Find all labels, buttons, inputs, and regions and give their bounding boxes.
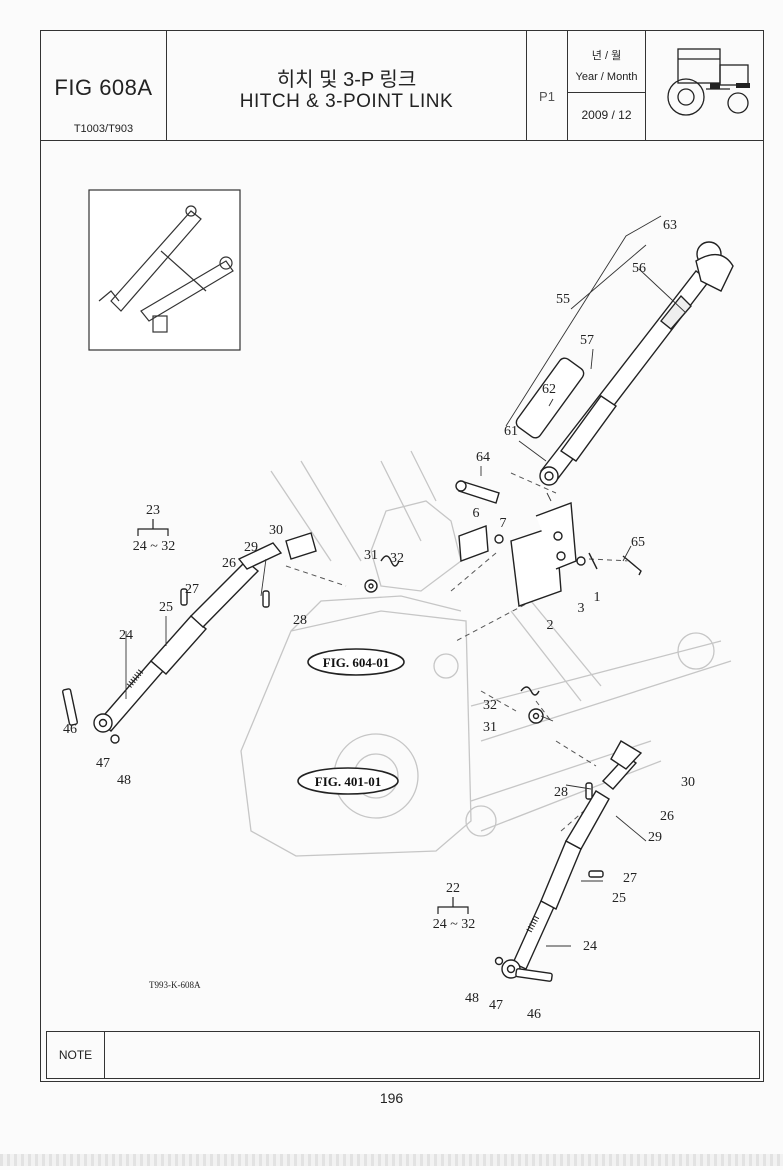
callout: 25: [612, 891, 626, 906]
callout: 24: [583, 939, 597, 954]
page-number: 196: [379, 1090, 404, 1106]
callout: 48: [117, 773, 131, 788]
callout: 28: [293, 613, 307, 628]
parts-diagram: FIG. 604-01 FIG. 401-01 23 24 ~ 32 22 24…: [62, 189, 734, 1022]
callout: 65: [631, 535, 645, 550]
assembly-labels: 23 24 ~ 32 22 24 ~ 32: [133, 503, 476, 932]
callout-numbers: 63 56 55 57 62 61 64 6 7 65 1 3 2 31 32 …: [63, 218, 695, 1022]
callout: 46: [527, 1007, 541, 1022]
callout: 61: [504, 424, 518, 439]
callout: 56: [632, 261, 646, 276]
note-box: NOTE: [46, 1031, 760, 1079]
assembly-23: 23: [146, 503, 160, 518]
callout: 6: [473, 506, 480, 521]
left-lift-rod: [62, 532, 400, 744]
callout: 57: [580, 333, 594, 348]
fig-cell: FIG 608A T1003/T903: [41, 31, 167, 140]
callout: 27: [185, 582, 199, 597]
callout: 63: [663, 218, 677, 233]
page-label: P1: [539, 89, 555, 104]
callout: 47: [489, 998, 503, 1013]
callout: 31: [483, 720, 497, 735]
header: FIG 608A T1003/T903 히치 및 3-P 링크 HITCH & …: [41, 31, 763, 141]
callout: 1: [594, 590, 601, 605]
overview-inset: [88, 189, 241, 351]
assembly-brackets: [137, 519, 469, 914]
callout: 7: [500, 516, 507, 531]
callout-leaders: [125, 215, 687, 947]
callout: 62: [542, 382, 556, 397]
assembly-22-range: 24 ~ 32: [433, 917, 476, 932]
drawing-code: T993-K-608A: [149, 980, 201, 990]
tractor-icon: [667, 48, 750, 116]
transmission-housing: [240, 450, 732, 857]
date-value: 2009 / 12: [581, 108, 632, 122]
callout: 32: [390, 551, 404, 566]
fig-number: FIG 608A: [54, 75, 153, 100]
callout: 25: [159, 600, 173, 615]
top-link-assembly: [455, 241, 734, 504]
right-lift-rod: [494, 686, 643, 982]
callout: 3: [578, 601, 585, 616]
page-cell: P1: [527, 31, 568, 140]
parts-sheet: FIG 608A T1003/T903 히치 및 3-P 링크 HITCH & …: [40, 30, 764, 1082]
callout: 32: [483, 698, 497, 713]
callout: 26: [222, 556, 236, 571]
assembly-23-range: 24 ~ 32: [133, 539, 176, 554]
ref-fig-401: FIG. 401-01: [315, 774, 381, 789]
callout: 30: [681, 775, 695, 790]
callout: 47: [96, 756, 110, 771]
callout: 31: [364, 548, 378, 563]
assembly-22: 22: [446, 881, 460, 896]
title-korean: 히치 및 3-P 링크: [276, 69, 417, 91]
callout: 29: [648, 830, 662, 845]
date-label-korean: 년 / 월: [591, 50, 622, 62]
callout: 46: [63, 722, 77, 737]
callout: 28: [554, 785, 568, 800]
callout: 48: [465, 991, 479, 1006]
date-label-english: Year / Month: [575, 71, 638, 83]
callout: 30: [269, 523, 283, 538]
title-cell: 히치 및 3-P 링크 HITCH & 3-POINT LINK: [167, 31, 527, 140]
top-link-bracket: [458, 502, 642, 607]
note-label: NOTE: [47, 1032, 105, 1078]
ref-fig-604: FIG. 604-01: [323, 655, 389, 670]
reference-ovals: FIG. 604-01 FIG. 401-01: [297, 648, 405, 795]
date-cell: 년 / 월 Year / Month 2009 / 12: [568, 31, 646, 140]
model-code: T1003/T903: [73, 123, 134, 135]
callout: 2: [547, 618, 554, 633]
title-english: HITCH & 3-POINT LINK: [239, 91, 454, 112]
callout: 55: [556, 292, 570, 307]
alignment-lines: [285, 472, 632, 832]
tractor-icon-cell: [646, 31, 765, 140]
callout: 29: [244, 540, 258, 555]
callout: 24: [119, 628, 133, 643]
callout: 27: [623, 871, 637, 886]
scan-strip: [0, 1154, 783, 1166]
callout: 26: [660, 809, 674, 824]
callout: 64: [476, 450, 490, 465]
